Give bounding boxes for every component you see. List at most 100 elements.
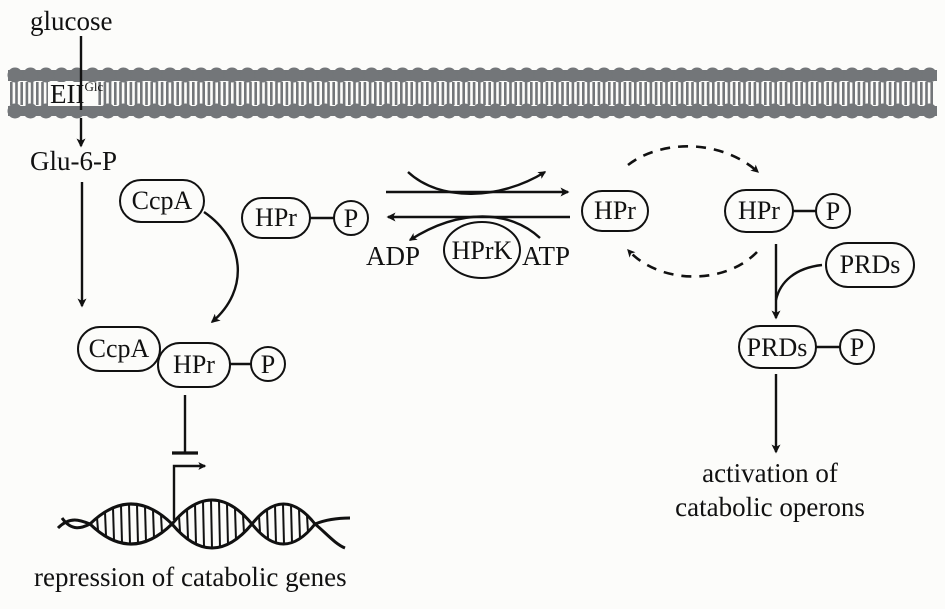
lipid-tail [847, 82, 850, 105]
lipid-tail [894, 82, 897, 105]
lipid-tail [821, 82, 824, 105]
lipid-tail [784, 82, 788, 105]
lipid-head [891, 67, 906, 83]
lipid-head [224, 103, 240, 119]
lipid-tail [389, 82, 393, 105]
lipid-tail [436, 82, 439, 105]
lipid-tail [363, 82, 367, 105]
lipid-tail [764, 82, 767, 105]
lipid-tail [155, 82, 159, 105]
lipid-head [457, 103, 472, 119]
lipid-tail [358, 82, 361, 105]
lipid-tail [36, 82, 39, 105]
lipid-tail [483, 82, 486, 105]
base-pair [298, 508, 301, 540]
lipid-tail [337, 82, 341, 105]
lipid-tail [212, 82, 216, 105]
prds-merge-curve [774, 263, 823, 301]
lipid-tail [342, 82, 346, 105]
lipid-tail [488, 82, 491, 105]
lipid-head [550, 67, 565, 83]
lipid-head [906, 103, 922, 119]
lipid-head [891, 103, 906, 119]
lipid-head [395, 67, 410, 83]
lipid-head [736, 103, 751, 119]
dashed-phospho-arrow [627, 145, 759, 173]
lipid-head [798, 103, 813, 119]
lipid-tail [873, 82, 876, 105]
lipid-head [286, 103, 302, 119]
lipid-tail [701, 82, 705, 105]
lipid-tail [171, 82, 174, 105]
lipid-head [643, 67, 658, 83]
lipid-tail [410, 82, 413, 105]
lipid-tail [150, 82, 153, 105]
lipid-head [860, 67, 875, 83]
lipid-tail [504, 82, 507, 105]
lipid-tail [405, 82, 408, 105]
base-pair [306, 515, 309, 533]
lipid-head [534, 103, 550, 119]
lipid-head [116, 103, 131, 119]
lipid-tail [826, 82, 829, 105]
lipid-head [581, 67, 596, 83]
lipid-tail [576, 82, 580, 105]
lipid-tail [909, 82, 913, 105]
lipid-tail [644, 82, 647, 105]
lipid-head [472, 67, 488, 83]
lipid-tail [280, 82, 283, 105]
lipid-head [162, 67, 178, 83]
lipid-tail [561, 82, 564, 105]
svg-text:CcpA: CcpA [132, 186, 193, 215]
lipid-tail [259, 82, 263, 105]
lipid-tail [748, 82, 751, 105]
lipid-tail [233, 82, 237, 105]
lipid-tail [868, 82, 871, 105]
lipid-head [627, 103, 643, 119]
lipid-head [348, 103, 364, 119]
lipid-tail [665, 82, 668, 105]
lipid-tail [769, 82, 772, 105]
lipid-head [643, 103, 658, 119]
base-pair [128, 504, 131, 544]
svg-text:HPr: HPr [255, 203, 297, 232]
adp-label: ADP [366, 241, 420, 271]
lipid-head [271, 67, 286, 83]
lipid-head [689, 103, 705, 119]
lipid-tail [452, 82, 455, 105]
lipid-head [178, 103, 193, 119]
base-pair [112, 507, 115, 541]
lipid-head [736, 67, 751, 83]
lipid-tail [514, 82, 517, 105]
lipid-tail [202, 82, 205, 105]
lipid-head [829, 103, 844, 119]
base-pair [160, 514, 163, 534]
lipid-tail [686, 82, 689, 105]
lipid-tail [691, 82, 694, 105]
lipid-tail [301, 82, 304, 105]
lipid-head [658, 103, 674, 119]
lipid-head [100, 103, 116, 119]
lipid-head [7, 67, 23, 83]
lipid-head [410, 103, 426, 119]
lipid-tail [238, 82, 242, 105]
dashed-return-arrow [627, 249, 758, 278]
lipid-head [596, 67, 612, 83]
lipid-tail [862, 82, 866, 105]
lipid-tail [883, 82, 887, 105]
lipid-tail [348, 82, 351, 105]
repression-label: repression of catabolic genes [34, 562, 347, 592]
lipid-head [829, 67, 844, 83]
base-pair [258, 516, 261, 532]
lipid-tail [509, 82, 512, 105]
lipid-tail [306, 82, 309, 105]
lipid-tail [192, 82, 195, 105]
lipid-tail [571, 82, 575, 105]
lipid-tail [228, 82, 231, 105]
glu6p-label: Glu-6-P [30, 146, 117, 176]
lipid-tail [556, 82, 559, 105]
lipid-tail [753, 82, 757, 105]
lipid-head [488, 67, 503, 83]
lipid-tail [857, 82, 861, 105]
lipid-head [720, 103, 736, 119]
